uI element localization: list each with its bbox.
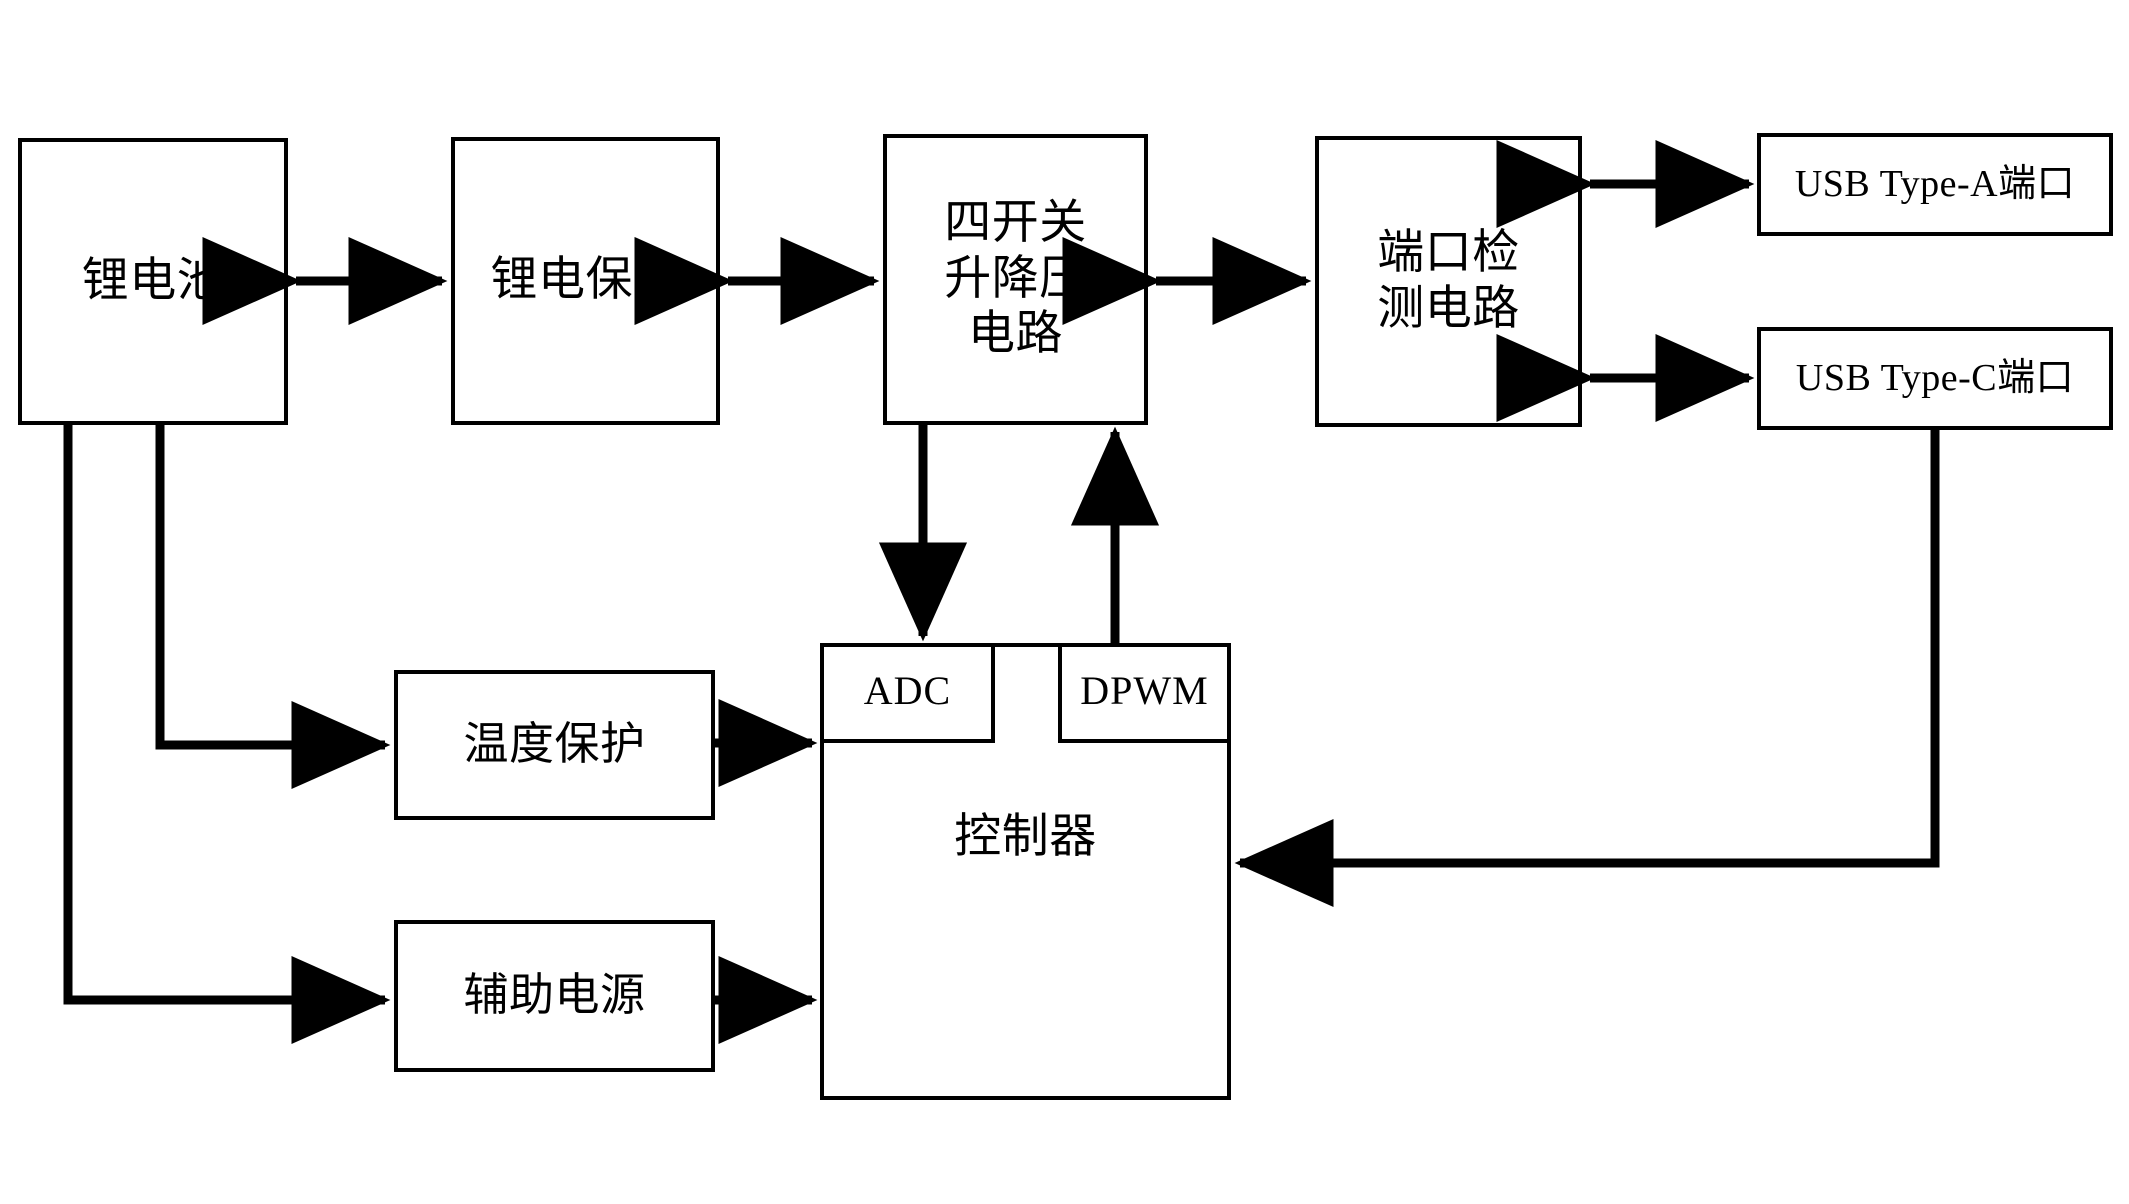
node-temp-protect[interactable]: 温度保护 (394, 670, 715, 820)
edge-usb-type-c-controller (1234, 430, 1940, 908)
node-adc[interactable]: ADC (820, 643, 995, 743)
node-buck-boost[interactable]: 四开关 升降压 电路 (883, 134, 1148, 425)
edge-battery-aux-power (63, 425, 391, 1045)
node-port-detect-label: 端口检 测电路 (1377, 227, 1520, 335)
node-buck-boost-label: 四开关 升降压 电路 (944, 197, 1087, 361)
node-usb-type-c-label: USB Type-C端口 (1795, 357, 2075, 400)
node-dpwm[interactable]: DPWM (1058, 643, 1231, 743)
node-li-protect[interactable]: 锂电保护 (451, 137, 720, 425)
node-controller[interactable]: 控制器 (820, 643, 1231, 1100)
node-port-detect[interactable]: 端口检 测电路 (1315, 136, 1582, 427)
node-aux-power-label: 辅助电源 (463, 970, 646, 1021)
node-controller-label: 控制器 (954, 811, 1097, 863)
node-battery[interactable]: 锂电池 (18, 138, 288, 425)
node-usb-type-a-label: USB Type-A端口 (1794, 163, 2076, 206)
node-dpwm-label: DPWM (1080, 668, 1209, 714)
node-li-protect-label: 锂电保护 (490, 254, 681, 307)
node-usb-type-c[interactable]: USB Type-C端口 (1757, 327, 2113, 430)
edge-battery-temp-protect (155, 425, 391, 790)
node-aux-power[interactable]: 辅助电源 (394, 920, 715, 1072)
node-adc-label: ADC (863, 668, 952, 714)
node-battery-label: 锂电池 (81, 254, 225, 307)
node-usb-type-a[interactable]: USB Type-A端口 (1757, 133, 2113, 236)
node-temp-protect-label: 温度保护 (463, 719, 646, 770)
